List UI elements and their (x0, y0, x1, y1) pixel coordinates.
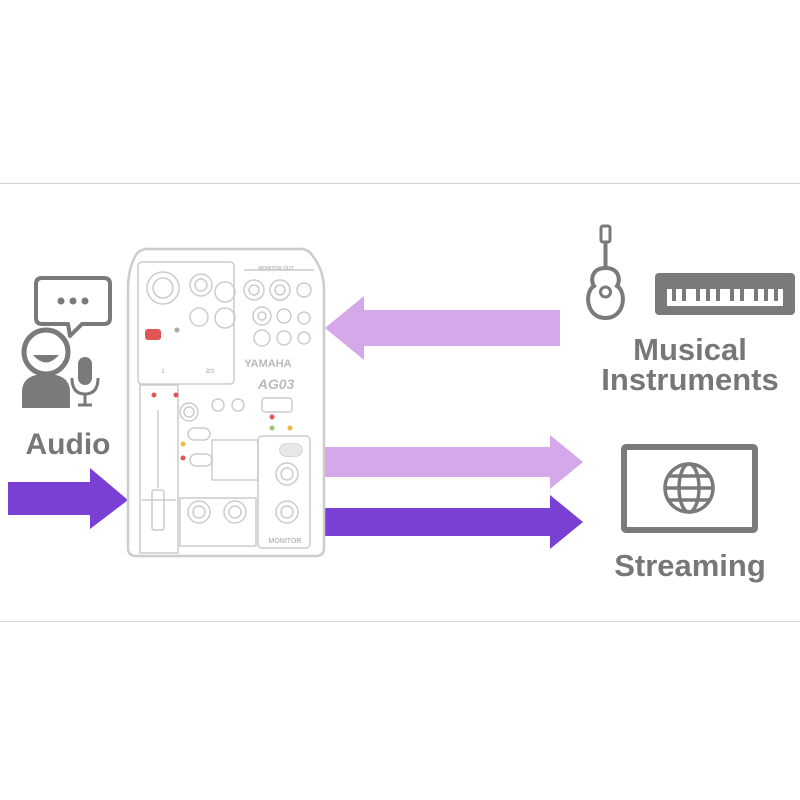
keyboard-instrument-icon (655, 273, 795, 315)
device-leds (145, 327, 302, 461)
device-labels: YAMAHA AG03 MONITOR OUT 1 2/3 MONITOR (161, 266, 301, 545)
arrow-instruments-in (325, 296, 560, 360)
top-divider (0, 183, 800, 184)
musical-label-line1: Musical (633, 332, 747, 367)
device-model: AG03 (257, 376, 295, 392)
arrow-streaming-out (325, 495, 583, 549)
microphone-icon (70, 357, 100, 407)
device-brand: YAMAHA (244, 358, 291, 370)
arrow-audio-in (8, 468, 128, 529)
musical-instruments-label: Musical Instruments (580, 332, 800, 397)
globe-monitor-icon (621, 444, 758, 533)
device-monitor-label: MONITOR (269, 538, 302, 545)
mixer-device (126, 247, 326, 558)
musical-label-line2: Instruments (601, 362, 779, 397)
audio-label: Audio (25, 428, 111, 461)
person-speaking-icon (21, 327, 71, 408)
bottom-divider (0, 621, 800, 622)
device-input-1-label: 1 (161, 369, 165, 375)
device-input-23-label: 2/3 (206, 369, 215, 375)
device-monitor-out-label: MONITOR OUT (258, 266, 293, 272)
speech-bubble-icon (34, 276, 112, 338)
acoustic-guitar-icon (586, 224, 625, 321)
streaming-label: Streaming (614, 548, 766, 583)
arrow-monitor-out (325, 435, 583, 489)
